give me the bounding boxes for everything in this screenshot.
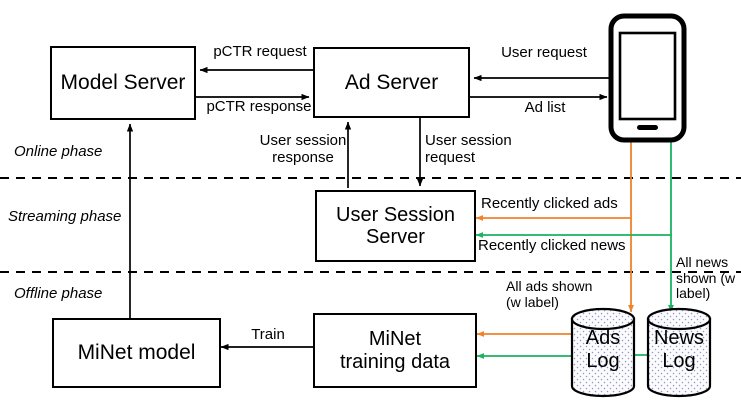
node-ads-log-label: Ads Log [585,327,621,372]
node-news-log-label: News Log [653,327,704,372]
ads-log-cylinder [570,307,636,398]
edge-label-all-ads-shown: All ads shown (w label) [506,278,593,310]
edge-label-all-news-shown: All news shown (w label) [676,254,736,302]
mobile-phone-icon [608,13,687,143]
edge-label-pctr-response: pCTR response [206,98,312,115]
phase-label-offline: Offline phase [14,285,103,302]
edge-label-user-request: User request [501,44,587,61]
node-ad-server-label: Ad Server [344,70,439,94]
edge-label-recently-clicked-news: Recently clicked news [478,237,626,254]
node-minet-training-data[interactable]: MiNet training data [313,313,477,388]
phase-label-streaming: Streaming phase [8,208,122,225]
edge-label-pctr-request: pCTR request [213,43,307,60]
news-log-cylinder [646,307,712,398]
node-minet-model[interactable]: MiNet model [52,318,221,388]
phase-label-online: Online phase [14,143,103,160]
edge-label-user-session-response: User session response [259,132,347,166]
node-minet-model-label: MiNet model [77,341,196,365]
edge-label-recently-clicked-ads: Recently clicked ads [481,195,618,212]
edge-label-user-session-request: User session request [425,132,512,166]
edge-label-ad-list: Ad list [524,99,566,116]
node-ad-server[interactable]: Ad Server [313,47,470,118]
node-user-session-server[interactable]: User Session Server [315,190,476,262]
node-model-server[interactable]: Model Server [50,46,196,120]
edge-label-train: Train [251,326,285,343]
node-user-session-server-label: User Session Server [336,203,455,248]
node-minet-training-data-label: MiNet training data [339,328,451,373]
node-model-server-label: Model Server [60,71,186,95]
